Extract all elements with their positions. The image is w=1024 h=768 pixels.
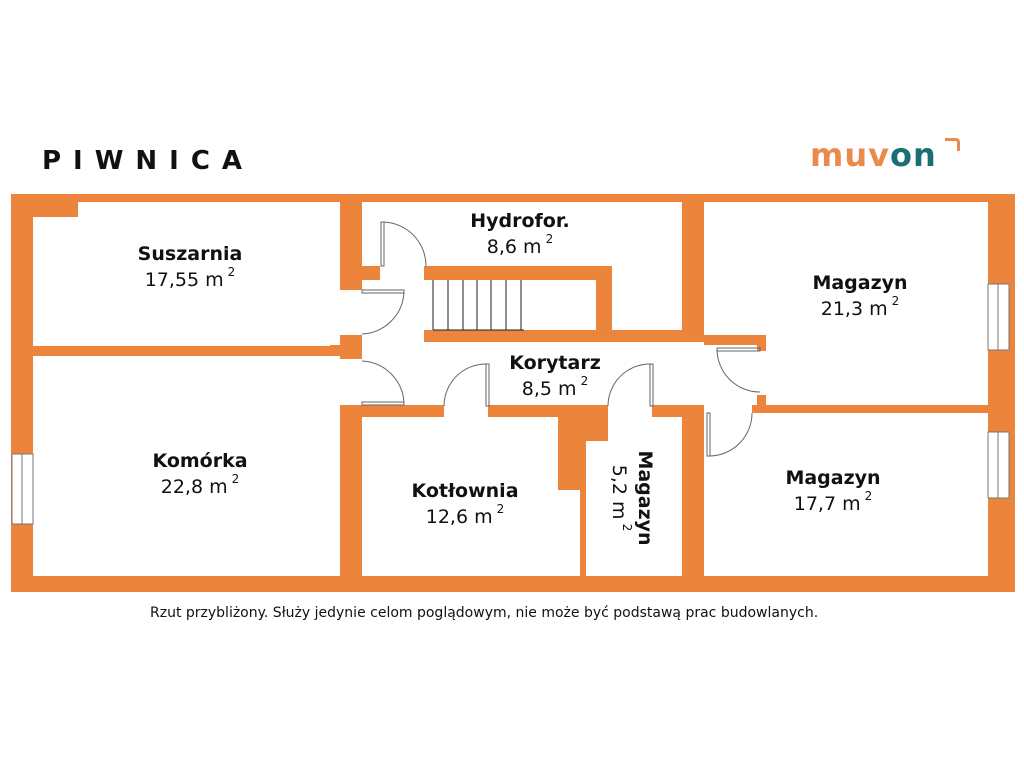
wall-stairs-bottom (424, 330, 682, 342)
wall-outer-top (11, 194, 1015, 202)
wall-outer-bottom (11, 576, 1015, 592)
wall-suszarnia-komorka (33, 346, 340, 356)
wall-corridor-bottom-a (362, 405, 444, 417)
doors[interactable] (361, 221, 761, 457)
room-name: Magazyn (812, 272, 908, 294)
wall-magazyn-c-left (682, 405, 704, 580)
door-magazyn-b[interactable] (607, 363, 654, 407)
wall-left-col-mid (340, 335, 362, 359)
wall-magazyn-a-c (752, 405, 988, 413)
window-left (11, 453, 34, 525)
wall-corner-notch (33, 202, 78, 217)
logo-text-part1: muv (810, 136, 890, 174)
wall-stub-a (362, 266, 380, 280)
door-hydrofor[interactable] (380, 221, 427, 267)
logo-text-part2: on (889, 136, 937, 174)
room-name: Korytarz (509, 352, 601, 374)
room-name: Magazyn (634, 450, 656, 546)
door-suszarnia[interactable] (361, 289, 405, 335)
door-kotlownia[interactable] (443, 363, 490, 407)
room-label-magazyn-b: Magazyn 5,2 m2 (608, 433, 656, 563)
room-name: Hydrofor. (470, 210, 570, 232)
wall-left-col-top (340, 202, 362, 290)
room-area: 5,2 m2 (608, 464, 634, 532)
windows (11, 283, 1010, 525)
walls (11, 194, 1015, 592)
logo-arrow-icon (945, 138, 960, 151)
door-magazyn-c[interactable] (706, 412, 753, 457)
wall-stairs-top (424, 266, 612, 280)
wall-stub-b (330, 345, 342, 355)
room-name: Kotłownia (411, 480, 519, 502)
room-name: Suszarnia (137, 243, 243, 265)
wall-outer-left (11, 194, 33, 592)
brand-logo: muvon (810, 136, 960, 174)
wall-kotlownia-pillar-top (580, 405, 608, 441)
wall-stairs-right (596, 266, 612, 340)
window-right-top (987, 283, 1010, 351)
stairs (432, 280, 524, 331)
wall-outer-right (988, 194, 1015, 592)
wall-corridor-bottom-c (652, 405, 682, 417)
door-komorka[interactable] (361, 360, 405, 406)
window-right-bottom (987, 431, 1010, 499)
wall-left-col-bottom (340, 405, 362, 580)
plan-title: PIWNICA (42, 146, 255, 176)
wall-kotlownia-magazyn (580, 441, 586, 580)
wall-magazyn-a-jamb (757, 335, 766, 351)
door-magazyn-a[interactable] (716, 347, 761, 393)
wall-magazyn-a-stub (704, 335, 766, 345)
wall-kotlownia-pillar (558, 405, 580, 490)
wall-magazyn-a-jamb2 (757, 395, 766, 411)
room-name: Komórka (152, 450, 248, 472)
room-name: Magazyn (785, 467, 881, 489)
disclaimer-text: Rzut przybliżony. Służy jedynie celom po… (150, 605, 819, 621)
wall-hydrofor-right (682, 202, 704, 342)
